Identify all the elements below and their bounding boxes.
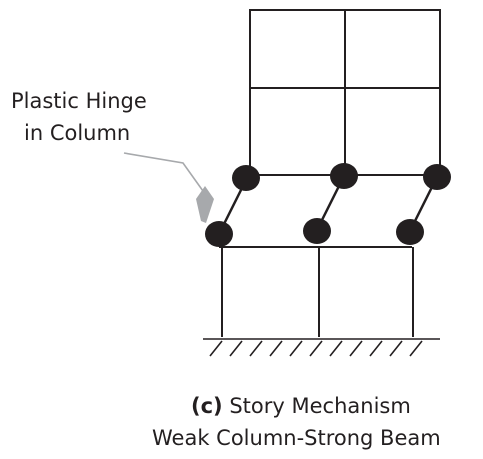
- ground-hatching: [209, 340, 423, 357]
- callout-leader-line: [123, 152, 209, 199]
- upper-frame: [249, 9, 441, 176]
- plastic-hinge-bottom-middle: [303, 218, 331, 244]
- ground-hatch-mark: [269, 340, 283, 357]
- ground-hatch-mark: [309, 340, 323, 357]
- caption-title-text: Story Mechanism: [229, 394, 410, 418]
- ground-hatch-mark: [349, 340, 363, 357]
- ground-hatch-mark: [409, 340, 423, 357]
- plastic-hinge-top-left: [232, 165, 260, 191]
- lower-frame: [219, 246, 414, 337]
- plastic-hinges: [205, 163, 451, 247]
- ground-hatch-mark: [209, 340, 223, 357]
- ground-hatch-mark: [289, 340, 303, 357]
- plastic-hinge-bottom-left: [205, 221, 233, 247]
- caption-subtitle: Weak Column-Strong Beam: [152, 426, 441, 450]
- plastic-hinge-top-right: [423, 164, 451, 190]
- ground-hatch-mark: [329, 340, 343, 357]
- plastic-hinge-bottom-right: [396, 219, 424, 245]
- callout-pointer: [196, 186, 214, 223]
- ground-hatch-mark: [229, 340, 243, 357]
- ground-hatch-mark: [369, 340, 383, 357]
- ground-hatch-mark: [389, 340, 403, 357]
- ground-support: [203, 338, 440, 357]
- callout-leader: [123, 152, 214, 223]
- ground-hatch-mark: [249, 340, 263, 357]
- callout-label-line2: in Column: [24, 121, 130, 145]
- caption-title-spacer: [223, 394, 230, 418]
- callout-label-line1: Plastic Hinge: [11, 89, 147, 113]
- caption-tag: (c): [191, 394, 223, 418]
- plastic-hinge-top-middle: [330, 163, 358, 189]
- caption-title: (c) Story Mechanism: [191, 394, 411, 418]
